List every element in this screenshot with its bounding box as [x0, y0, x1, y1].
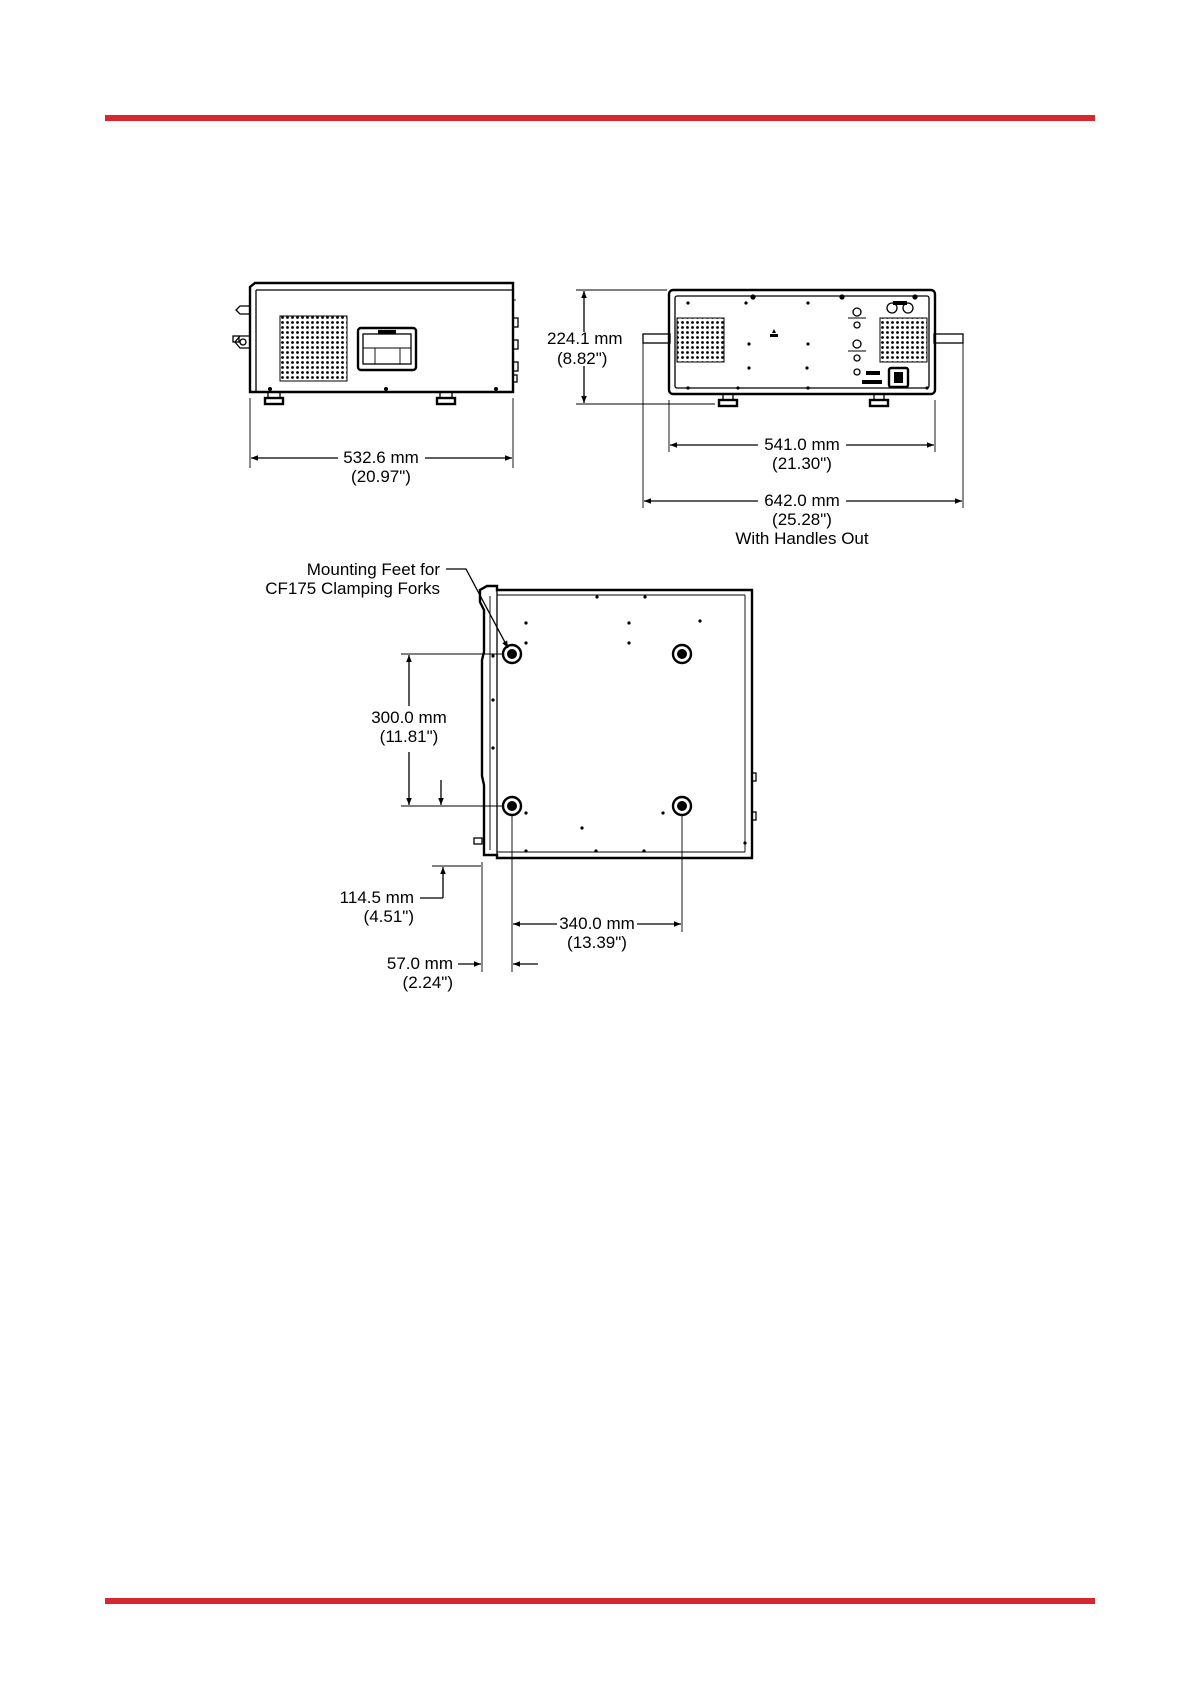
side-view: 532.6 mm (20.97") [233, 283, 518, 486]
front-feet [719, 394, 888, 406]
side-view-feet [265, 392, 455, 404]
vent-grille [280, 316, 347, 381]
mounting-feet [503, 645, 691, 815]
front-height-metric: 224.1 mm [547, 329, 623, 348]
front-connectors [848, 308, 866, 375]
front-fan-right [880, 318, 927, 362]
feet-spacing-y-imperial: (11.81") [380, 727, 439, 746]
side-width-metric: 532.6 mm [343, 448, 419, 467]
feet-label-line2: CF175 Clamping Forks [265, 579, 440, 598]
feet-spacing-y-metric: 300.0 mm [371, 708, 447, 727]
display-window [358, 328, 416, 370]
side-width-imperial: (20.97") [351, 467, 411, 486]
feet-offset-x-dimension: 57.0 mm (2.24") [387, 862, 538, 992]
handles-width-imperial: (25.28") [772, 510, 832, 529]
bottom-view: Mounting Feet for CF175 Clamping Forks 3… [265, 560, 756, 992]
feet-spacing-x-imperial: (13.39") [567, 933, 627, 952]
handles-width-metric: 642.0 mm [764, 491, 840, 510]
front-power-inlet [862, 368, 908, 387]
feet-offset-y-imperial: (4.51") [364, 907, 414, 926]
feet-offset-y-dimension: 114.5 mm (4.51") [340, 780, 481, 926]
feet-offset-x-imperial: (2.24") [403, 973, 453, 992]
feet-offset-x-metric: 57.0 mm [387, 954, 453, 973]
front-width-dimension: 541.0 mm (21.30") [669, 400, 935, 473]
feet-label-line1: Mounting Feet for [307, 560, 441, 579]
front-view: 224.1 mm (8.82") 541.0 mm (21.30") 642.0… [547, 290, 963, 548]
front-fan-left [677, 318, 724, 362]
bottom-plate [474, 586, 756, 858]
front-key-switch [887, 301, 913, 313]
front-panel [669, 290, 935, 394]
feet-offset-y-metric: 114.5 mm [340, 888, 414, 907]
front-width-metric: 541.0 mm [764, 435, 840, 454]
front-width-imperial: (21.30") [772, 454, 832, 473]
front-height-imperial: (8.82") [557, 349, 607, 368]
handles-width-note: With Handles Out [735, 529, 868, 548]
feet-spacing-x-dimension: 340.0 mm (13.39") [512, 815, 682, 972]
mounting-feet-callout: Mounting Feet for CF175 Clamping Forks [265, 560, 508, 648]
feet-spacing-x-metric: 340.0 mm [559, 914, 635, 933]
side-view-enclosure [233, 283, 518, 392]
side-width-dimension: 532.6 mm (20.97") [250, 398, 513, 486]
